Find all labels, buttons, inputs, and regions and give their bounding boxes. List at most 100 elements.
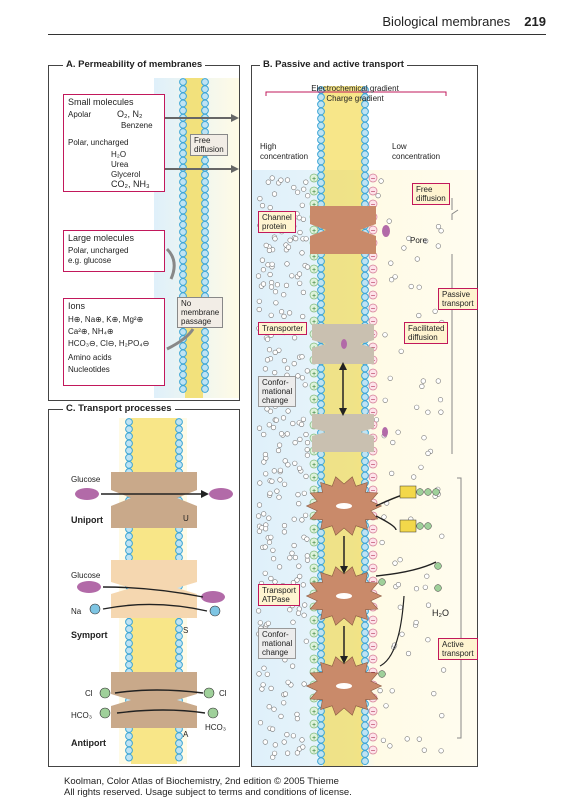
symport-glucose-left <box>77 581 101 593</box>
solute-dot <box>256 513 262 519</box>
symport-name: Symport <box>71 630 108 640</box>
plus-sign: + <box>312 189 316 196</box>
lipid-head <box>317 143 325 152</box>
lipid-head <box>179 85 187 94</box>
arrow-polar-head <box>231 165 239 173</box>
solute-dot <box>256 298 262 304</box>
panel-a: A. Permeability of membranes Small molec… <box>48 59 240 401</box>
solute-dot <box>304 447 310 453</box>
solute-dot <box>304 536 310 542</box>
solute-dot <box>261 511 267 517</box>
solute-dot <box>388 260 394 266</box>
solute-dot <box>300 744 306 750</box>
lipid-head <box>125 739 133 748</box>
solute-dot <box>401 245 407 251</box>
low-concentration-line2: concentration <box>392 152 441 161</box>
solute-dot <box>421 747 427 753</box>
lipid-head <box>361 742 369 751</box>
solute-dot <box>284 431 290 437</box>
minus-sign: − <box>371 538 376 547</box>
passive-transport-label: Passive transport <box>438 288 478 310</box>
plus-sign: + <box>312 657 316 664</box>
minus-charge <box>368 719 378 729</box>
lipid-head <box>175 653 183 662</box>
symport-na-left <box>89 603 101 615</box>
lipid-head <box>317 164 325 173</box>
solute-dot <box>299 250 305 256</box>
lipid-head <box>317 457 325 466</box>
atpase-channel <box>336 683 352 689</box>
solute-dot <box>264 671 270 677</box>
solute-dot <box>267 271 273 278</box>
solute-dot <box>281 523 288 529</box>
uniport-glucose-left <box>75 488 99 500</box>
plus-charge <box>309 654 319 664</box>
lipid-head <box>361 735 369 744</box>
lipid-head <box>317 714 325 723</box>
lipid-head <box>179 178 187 186</box>
conf1-line3: change <box>262 396 289 405</box>
solute-dot <box>375 193 381 199</box>
solute-dot <box>279 309 285 315</box>
lipid-head <box>179 235 187 243</box>
solute-dot <box>392 560 398 566</box>
channel-line2: protein <box>262 222 287 231</box>
lipid-head <box>317 293 325 301</box>
panel-c: C. Transport processes Glucose Uniport U… <box>48 403 240 767</box>
conf1-line1: Confor- <box>262 378 289 387</box>
symport-letter: S <box>183 626 189 635</box>
solute-dot <box>292 554 299 561</box>
solute-dot <box>295 610 302 616</box>
antiport-hco3-right <box>207 707 219 719</box>
lipid-head <box>317 186 325 194</box>
page-number: 219 <box>524 14 546 29</box>
lipid-head <box>317 742 325 751</box>
transporter-solute-out <box>382 427 388 437</box>
solute-dot <box>295 373 301 379</box>
solute-dot <box>431 690 437 697</box>
solute-dot <box>268 534 274 540</box>
solute-dot <box>274 282 281 288</box>
lipid-head <box>179 92 187 101</box>
solute-dot <box>275 447 282 454</box>
solute-dot <box>300 582 306 588</box>
phosphate-1 <box>416 488 424 496</box>
solute-dot <box>294 189 301 195</box>
passive-bracket <box>451 198 459 454</box>
plus-sign: + <box>312 722 316 729</box>
lipid-head <box>317 535 325 544</box>
solute-dot <box>304 553 310 559</box>
solute-dot <box>297 436 303 443</box>
solute-dot <box>397 557 403 563</box>
polar-item-water: H₂O <box>111 150 127 159</box>
lipid-head <box>317 136 325 144</box>
lipid-head <box>179 242 187 251</box>
solute-dot <box>292 440 298 446</box>
water-label: H₂O <box>432 608 449 618</box>
lipid-head <box>201 242 209 251</box>
benzene-label: Benzene <box>121 121 153 130</box>
channel-protein-label: Channel protein <box>258 211 296 233</box>
solute-dot <box>286 310 293 316</box>
solute-dot <box>302 512 309 518</box>
lipid-head <box>201 156 209 165</box>
lipid-head <box>317 407 325 416</box>
lipid-head <box>317 364 325 373</box>
minus-charge <box>368 615 378 625</box>
lipid-head <box>179 342 187 351</box>
lipid-head <box>179 185 187 193</box>
solute-dot <box>272 349 278 356</box>
solute-dot <box>261 459 267 465</box>
lipid-head <box>201 256 209 265</box>
lipid-head <box>125 639 133 648</box>
minus-sign: − <box>371 174 376 183</box>
lipid-head <box>361 528 369 537</box>
solute-dot <box>298 421 305 428</box>
lipid-head <box>361 136 369 144</box>
lipid-head <box>361 628 369 637</box>
solute-dot <box>281 292 287 298</box>
plus-sign: + <box>312 228 316 235</box>
transporter-solute <box>341 339 347 349</box>
lipid-head <box>201 285 209 293</box>
solute-dot <box>416 736 422 742</box>
